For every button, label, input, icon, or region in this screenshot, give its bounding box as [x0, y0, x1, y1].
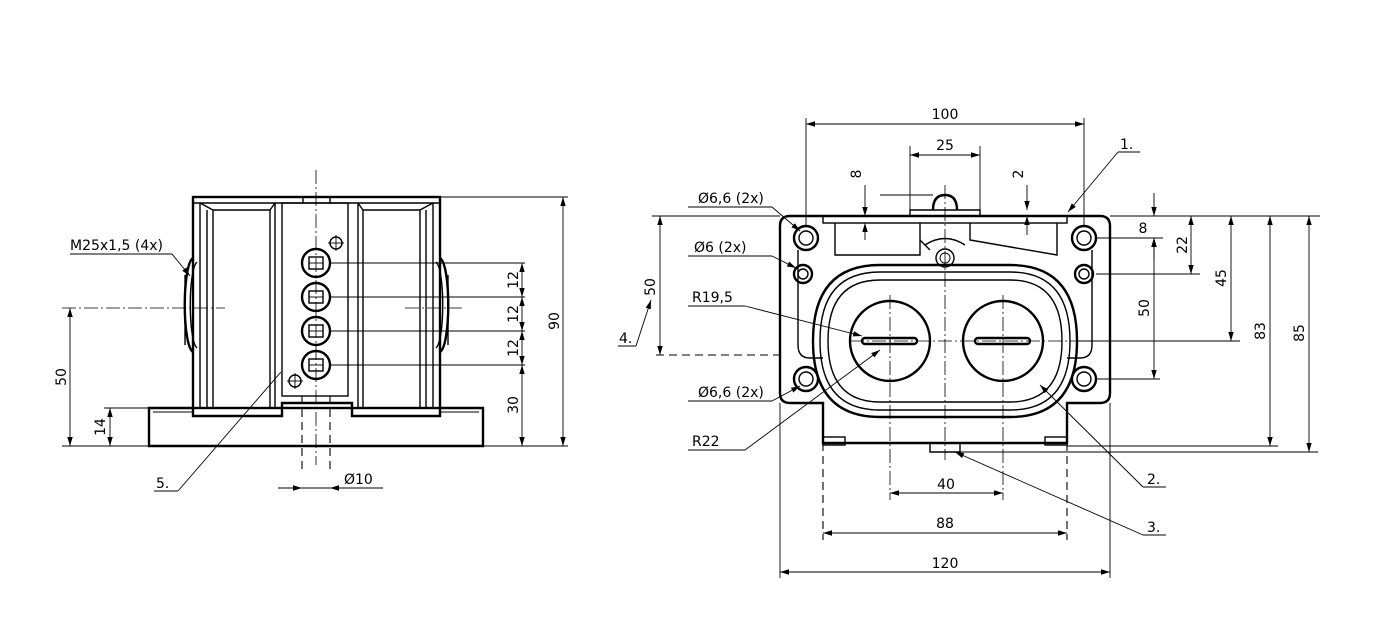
dim-right-83: 83 [1253, 322, 1269, 340]
dim-depth-8: 8 [849, 170, 865, 179]
callout-4: 4. [619, 331, 632, 347]
dim-right-8: 8 [1139, 221, 1148, 237]
dim-pitch-2: 12 [506, 305, 522, 323]
label-hole-c: Ø6,6 (2x) [698, 385, 764, 401]
dim-height-total: 90 [547, 312, 563, 330]
dim-left-50: 50 [643, 278, 659, 296]
cable-gland-right [439, 256, 450, 354]
label-thread: M25x1,5 (4x) [70, 238, 163, 254]
dim-right-50: 50 [1137, 299, 1153, 317]
callout-1: 1. [1120, 137, 1133, 153]
dim-right-85: 85 [1292, 324, 1308, 342]
dim-width-top: 100 [932, 107, 959, 123]
side-view: 12 12 12 30 90 50 14 M25x1,5 (4x) Ø10 5. [54, 170, 568, 492]
oval-cover-outer [811, 263, 1079, 419]
dim-low-hole: 30 [506, 396, 522, 414]
callout-2: 2. [1147, 472, 1160, 488]
label-hole-a: Ø6,6 (2x) [698, 191, 764, 207]
dim-pitch-1: 12 [506, 271, 522, 289]
front-view: 100 25 8 2 50 4. Ø6,6 (2x) Ø6 (2x) R19,5 [618, 107, 1320, 578]
dim-base-h: 14 [93, 418, 109, 436]
dim-pitch-3: 12 [506, 339, 522, 357]
dim-w-120: 120 [932, 556, 959, 572]
dim-right-22: 22 [1175, 236, 1191, 254]
dim-slot-w: 25 [936, 138, 954, 154]
switch-body [191, 195, 442, 410]
dim-depth-2: 2 [1011, 170, 1027, 179]
cable-gland-left [183, 256, 194, 354]
dim-height-axis: 50 [54, 368, 70, 386]
label-hole-b: Ø6 (2x) [694, 240, 747, 256]
label-radius-a: R19,5 [692, 290, 733, 306]
callout-5: 5. [156, 476, 169, 492]
dim-right-45: 45 [1214, 269, 1230, 287]
dim-dia-bottom: Ø10 [344, 472, 373, 488]
dim-w-88: 88 [936, 516, 954, 532]
dim-w-40: 40 [937, 477, 955, 493]
callout-3: 3. [1147, 520, 1160, 536]
label-radius-b: R22 [692, 434, 720, 450]
